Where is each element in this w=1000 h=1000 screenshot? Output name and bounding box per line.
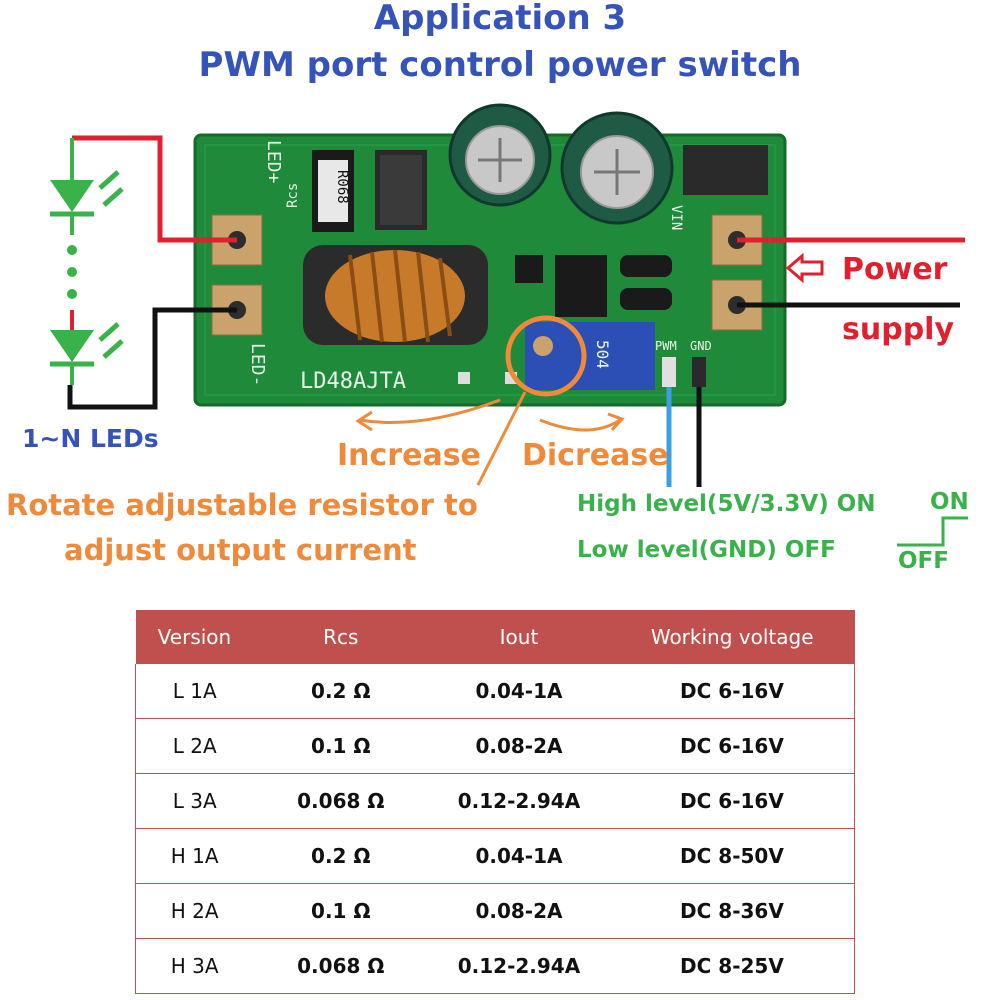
spec-table: Version Rcs Iout Working voltage L 1A 0.… (135, 610, 855, 994)
cell-voltage: DC 8-25V (609, 938, 855, 994)
header-version: Version (135, 610, 254, 664)
pwm-pin (662, 357, 676, 387)
title-line-1: Application 3 (373, 0, 627, 38)
increase-label: Increase (337, 438, 481, 473)
table-row: H 2A 0.1 Ω 0.08-2A DC 8-36V (135, 883, 855, 939)
rotate-label-line-2: adjust output current (64, 533, 417, 567)
power-label-line-2: supply (842, 312, 955, 347)
led-icon-1 (50, 170, 124, 235)
cell-iout: 0.12-2.94A (428, 938, 610, 994)
rotate-label-line-1: Rotate adjustable resistor to (6, 488, 478, 522)
table-header-row: Version Rcs Iout Working voltage (135, 610, 855, 664)
gnd-pin (692, 357, 706, 387)
cell-version: L 1A (135, 664, 254, 719)
cell-iout: 0.08-2A (428, 883, 610, 939)
ellipsis-dot (67, 245, 77, 255)
cell-rcs: 0.2 Ω (253, 828, 429, 884)
cell-rcs: 0.1 Ω (253, 718, 429, 774)
vin-text: VIN (668, 205, 684, 230)
cell-rcs: 0.068 Ω (253, 938, 429, 994)
led-minus-text: LED- (247, 343, 268, 386)
cell-iout: 0.04-1A (428, 664, 610, 719)
top-right-diode (683, 145, 768, 195)
off-label: OFF (898, 548, 949, 574)
cell-rcs: 0.068 Ω (253, 773, 429, 829)
led-minus-wire (67, 307, 237, 410)
ic-chip (555, 255, 607, 317)
cell-voltage: DC 6-16V (609, 773, 855, 829)
low-level-label: Low level(GND) OFF (577, 537, 836, 563)
cell-version: L 2A (135, 718, 254, 774)
header-rcs: Rcs (253, 610, 429, 664)
model-text: LD48AJTA (300, 369, 406, 394)
power-label-line-1: Power (842, 252, 948, 287)
table-row: L 2A 0.1 Ω 0.08-2A DC 6-16V (135, 718, 855, 774)
cell-iout: 0.12-2.94A (428, 773, 610, 829)
rcs-text: Rcs (285, 183, 301, 208)
cell-voltage: DC 6-16V (609, 664, 855, 719)
resistor-code: R068 (334, 170, 350, 204)
table-row: H 1A 0.2 Ω 0.04-1A DC 8-50V (135, 828, 855, 884)
pwm-text: PWM (655, 339, 677, 353)
adjust-highlight-circle (505, 315, 587, 397)
table-row: H 3A 0.068 Ω 0.12-2.94A DC 8-25V (135, 938, 855, 994)
decrease-label: Dicrease (522, 438, 669, 473)
title-line-2: PWM port control power switch (198, 45, 802, 85)
cell-iout: 0.04-1A (428, 828, 610, 884)
cell-version: H 1A (135, 828, 254, 884)
decrease-arrow (539, 418, 621, 432)
cell-rcs: 0.2 Ω (253, 664, 429, 719)
cell-voltage: DC 8-50V (609, 828, 855, 884)
cell-rcs: 0.1 Ω (253, 883, 429, 939)
on-label: ON (930, 489, 969, 515)
pot-code: 504 (593, 340, 612, 369)
table-row: L 3A 0.068 Ω 0.12-2.94A DC 6-16V (135, 773, 855, 829)
cell-iout: 0.08-2A (428, 718, 610, 774)
cell-version: H 2A (135, 883, 254, 939)
cell-version: H 3A (135, 938, 254, 994)
header-working-voltage: Working voltage (609, 610, 855, 664)
header-iout: Iout (428, 610, 610, 664)
potentiometer (525, 322, 655, 390)
led-icon-2 (50, 322, 124, 385)
gnd-text: GND (690, 339, 712, 353)
cell-voltage: DC 8-36V (609, 883, 855, 939)
on-off-waveform-icon (897, 516, 968, 547)
led-plus-text: LED+ (263, 140, 284, 184)
board-diagram: LD48AJTA LED+ LED- Rcs R068 504 PWM GND … (50, 103, 968, 547)
led-plus-wire (72, 135, 237, 243)
cell-version: L 3A (135, 773, 254, 829)
leds-label: 1~N LEDs (22, 424, 159, 453)
table-row: L 1A 0.2 Ω 0.04-1A DC 6-16V (135, 664, 855, 719)
high-level-label: High level(5V/3.3V) ON (577, 491, 876, 517)
increase-arrow (359, 398, 501, 424)
cell-voltage: DC 6-16V (609, 718, 855, 774)
power-arrow-icon (785, 252, 824, 284)
